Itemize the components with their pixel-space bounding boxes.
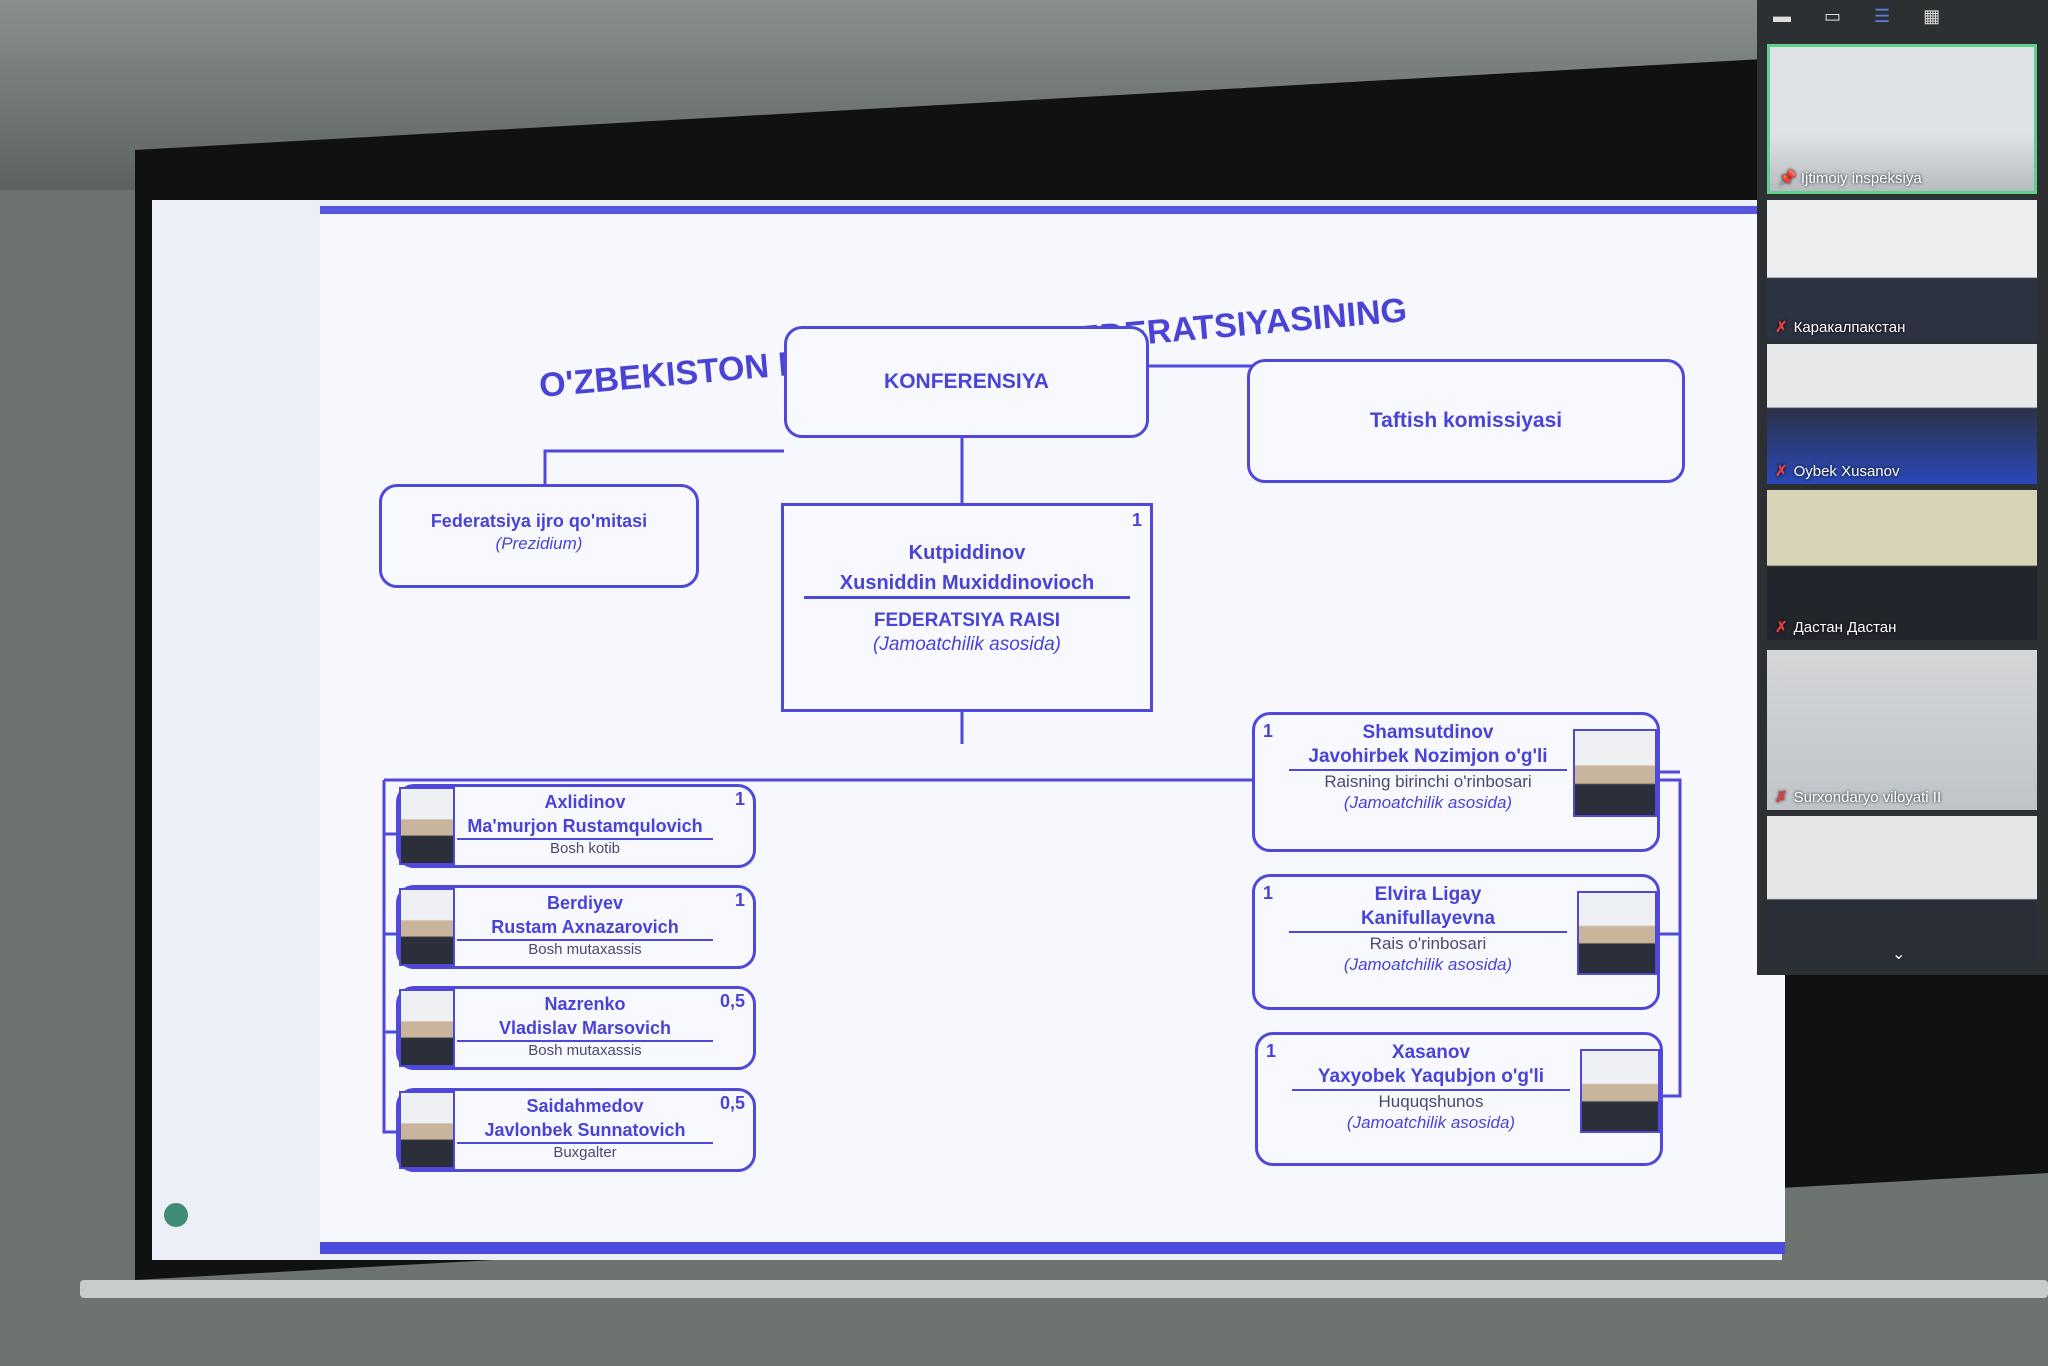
deputy-photo — [1573, 729, 1657, 817]
layout-icons[interactable]: ▬ ▭ ☰ ▦ — [1773, 6, 1955, 26]
slide-top-line — [320, 206, 1785, 214]
taftish-box: Taftish komissiyasi — [1247, 359, 1685, 483]
participant-tile[interactable]: ✗ Каракалпакстан — [1767, 200, 2037, 340]
deputy-surname: Elvira Ligay — [1374, 884, 1482, 905]
konferensiya-label: KONFERENSIYA — [884, 370, 1049, 393]
deputy-name: Yaxyobek Yaqubjon o'g'li — [1292, 1065, 1570, 1091]
ijro-line-2: (Prezidium) — [495, 534, 583, 553]
deputy-role: Huquqshunos — [1378, 1092, 1484, 1111]
screen-bottom-bar — [80, 1280, 2048, 1298]
staff-rate: 0,5 — [719, 991, 745, 1011]
deputy-note: (Jamoatchilik asosida) — [1343, 955, 1513, 974]
staff-photo — [399, 888, 455, 966]
staff-name: Rustam Axnazarovich — [457, 915, 713, 941]
staff-role: Buxgalter — [553, 1144, 617, 1161]
konferensiya-box: KONFERENSIYA — [784, 326, 1149, 438]
participant-name: Дастан Дастан — [1793, 619, 1897, 636]
participant-tile[interactable]: ✗ Surxondaryo viloyati II — [1767, 650, 2037, 810]
chevron-down-icon[interactable]: ⌄ — [1892, 946, 1906, 963]
taftish-label: Taftish komissiyasi — [1369, 409, 1563, 432]
staff-photo — [399, 1091, 455, 1169]
muted-mic-icon: ✗ — [1775, 463, 1788, 480]
deputy-note: (Jamoatchilik asosida) — [1346, 1113, 1516, 1132]
participant-tile[interactable]: ✗ Oybek Xusanov — [1767, 344, 2037, 484]
muted-mic-icon: ✗ — [1775, 319, 1788, 336]
staff-role: Bosh mutaxassis — [528, 941, 642, 958]
staff-surname: Nazrenko — [544, 994, 626, 1014]
participant-name: Oybek Xusanov — [1793, 463, 1900, 480]
chairman-note: (Jamoatchilik asosida) — [873, 634, 1061, 655]
deputy-rate: 1 — [1263, 883, 1274, 903]
staff-surname: Axlidinov — [544, 792, 626, 812]
participant-name: Каракалпакстан — [1793, 319, 1906, 336]
staff-role: Bosh kotib — [549, 840, 621, 857]
deputy-rate: 1 — [1263, 721, 1274, 741]
muted-mic-icon: ✗ — [1775, 789, 1788, 806]
participant-tile[interactable]: ⌄ — [1767, 816, 2037, 966]
slide-bottom-line — [320, 1242, 1785, 1254]
chairman-name: Xusniddin Muxiddinovioch — [804, 570, 1130, 599]
ijro-line-1: Federatsiya ijro qo'mitasi — [430, 511, 648, 531]
pin-icon: 📌 — [1778, 170, 1801, 187]
deputy-surname: Xasanov — [1391, 1042, 1471, 1063]
staff-rate: 1 — [734, 890, 745, 910]
staff-role: Bosh mutaxassis — [528, 1042, 642, 1059]
staff-photo — [399, 787, 455, 865]
annotate-pen-icon[interactable] — [164, 1203, 188, 1227]
deputy-role: Rais o'rinbosari — [1369, 934, 1487, 953]
staff-photo — [399, 989, 455, 1067]
staff-name: Javlonbek Sunnatovich — [457, 1118, 713, 1144]
staff-surname: Berdiyev — [546, 893, 624, 913]
deputy-name: Javohirbek Nozimjon o'g'li — [1289, 745, 1567, 771]
deputy-photo — [1577, 891, 1657, 975]
staff-name: Ma'murjon Rustamqulovich — [457, 814, 713, 840]
deputy-role: Raisning birinchi o'rinbosari — [1324, 772, 1532, 791]
chairman-rate: 1 — [1131, 510, 1142, 530]
participant-name: Ijtimoiy inspeksiya — [1800, 170, 1922, 187]
chairman-surname: Kutpiddinov — [908, 542, 1026, 564]
participant-name: Surxondaryo viloyati II — [1793, 789, 1942, 806]
participant-tile-active[interactable]: 📌 Ijtimoiy inspeksiya — [1767, 44, 2037, 194]
slide: O'ZBEKISTON KARLAR SPORT FEDERATSIYASINI… — [320, 206, 1785, 1254]
deputy-rate: 1 — [1266, 1041, 1277, 1061]
participant-tile[interactable]: ✗ Дастан Дастан — [1767, 490, 2037, 640]
staff-rate: 1 — [734, 789, 745, 809]
chairman-role: FEDERATSIYA RAISI — [873, 610, 1061, 631]
staff-surname: Saidahmedov — [526, 1096, 644, 1116]
ijro-box: Federatsiya ijro qo'mitasi (Prezidium) — [379, 484, 699, 588]
staff-name: Vladislav Marsovich — [457, 1016, 713, 1042]
staff-rate: 0,5 — [719, 1093, 745, 1113]
muted-mic-icon: ✗ — [1775, 619, 1788, 636]
deputy-surname: Shamsutdinov — [1362, 722, 1494, 743]
chairman-box: 1 Kutpiddinov Xusniddin Muxiddinovioch F… — [781, 503, 1153, 712]
deputy-photo — [1580, 1049, 1660, 1133]
deputy-note: (Jamoatchilik asosida) — [1343, 793, 1513, 812]
deputy-name: Kanifullayevna — [1289, 907, 1567, 933]
video-participants-panel: ▬ ▭ ☰ ▦ 📌 Ijtimoiy inspeksiya ✗ Каракалпа… — [1757, 0, 2048, 975]
